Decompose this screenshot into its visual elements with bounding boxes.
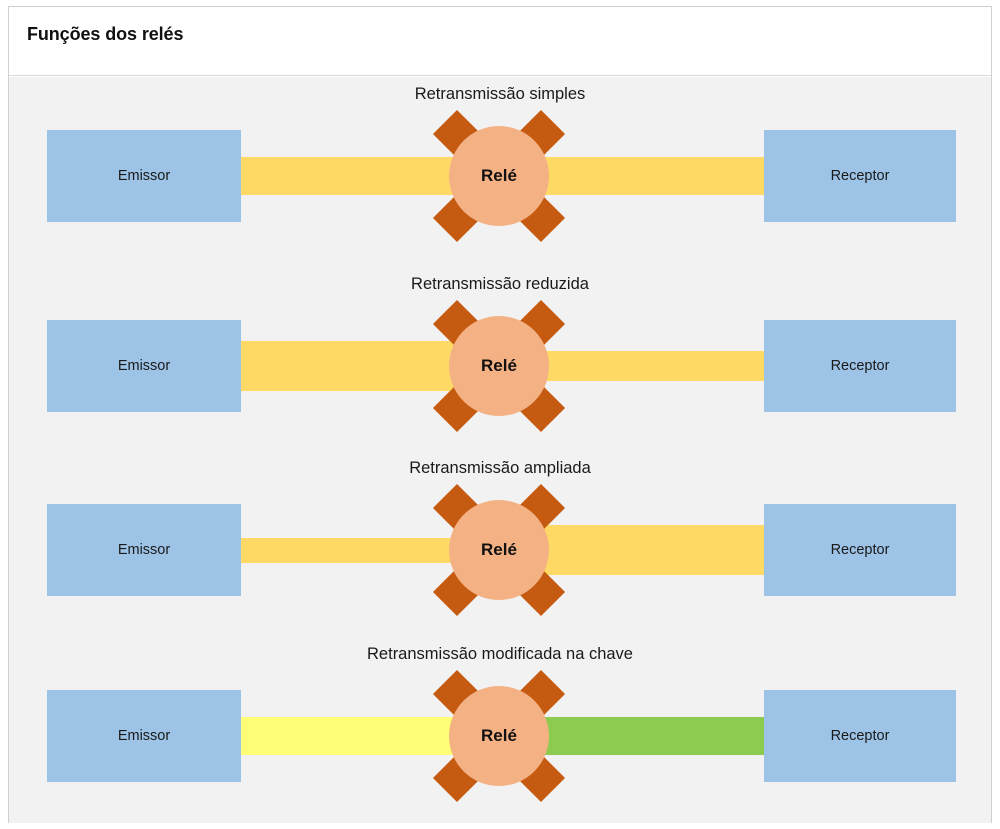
- emitter-box[interactable]: Emissor: [47, 320, 241, 412]
- diagram-canvas: Retransmissão simples Emissor Relé Rece: [9, 77, 991, 823]
- relay-node[interactable]: Relé: [432, 109, 566, 243]
- relay-label: Relé: [481, 540, 517, 559]
- diagram-row-simples: Retransmissão simples Emissor Relé Rece: [9, 85, 991, 275]
- emitter-label: Emissor: [117, 168, 171, 184]
- row-title: Retransmissão simples: [414, 85, 586, 103]
- diagram-frame: Funções dos relés Retransmissão simples …: [8, 6, 992, 823]
- relay-label: Relé: [481, 166, 517, 185]
- diagram-row-modificada: Retransmissão modificada na chave Emisso…: [9, 645, 991, 829]
- receiver-label: Receptor: [830, 168, 890, 184]
- row-title: Retransmissão ampliada: [409, 459, 591, 477]
- relay-circle: Relé: [449, 316, 549, 416]
- output-band: [534, 525, 774, 575]
- output-band: [534, 717, 774, 755]
- row-title: Retransmissão reduzida: [411, 275, 589, 293]
- diagram-row-reduzida: Retransmissão reduzida Emissor Relé Rec: [9, 275, 991, 465]
- emitter-box[interactable]: Emissor: [47, 130, 241, 222]
- receiver-label: Receptor: [830, 358, 890, 374]
- receiver-label: Receptor: [830, 542, 890, 558]
- receiver-box[interactable]: Receptor: [764, 130, 956, 222]
- output-band: [534, 351, 774, 381]
- relay-node[interactable]: Relé: [432, 669, 566, 803]
- relay-label: Relé: [481, 356, 517, 375]
- receiver-box[interactable]: Receptor: [764, 504, 956, 596]
- diagram-header: Funções dos relés: [9, 7, 991, 76]
- output-band: [534, 157, 774, 195]
- receiver-label: Receptor: [830, 728, 890, 744]
- receiver-box[interactable]: Receptor: [764, 690, 956, 782]
- emitter-box[interactable]: Emissor: [47, 504, 241, 596]
- relay-circle: Relé: [449, 500, 549, 600]
- emitter-box[interactable]: Emissor: [47, 690, 241, 782]
- page-title: Funções dos relés: [27, 24, 184, 44]
- relay-node[interactable]: Relé: [432, 483, 566, 617]
- row-title: Retransmissão modificada na chave: [367, 645, 633, 663]
- relay-circle: Relé: [449, 126, 549, 226]
- receiver-box[interactable]: Receptor: [764, 320, 956, 412]
- diagram-row-ampliada: Retransmissão ampliada Emissor Relé Rec: [9, 459, 991, 649]
- emitter-label: Emissor: [117, 542, 171, 558]
- emitter-label: Emissor: [117, 358, 171, 374]
- relay-label: Relé: [481, 726, 517, 745]
- emitter-label: Emissor: [117, 728, 171, 744]
- relay-node[interactable]: Relé: [432, 299, 566, 433]
- relay-circle: Relé: [449, 686, 549, 786]
